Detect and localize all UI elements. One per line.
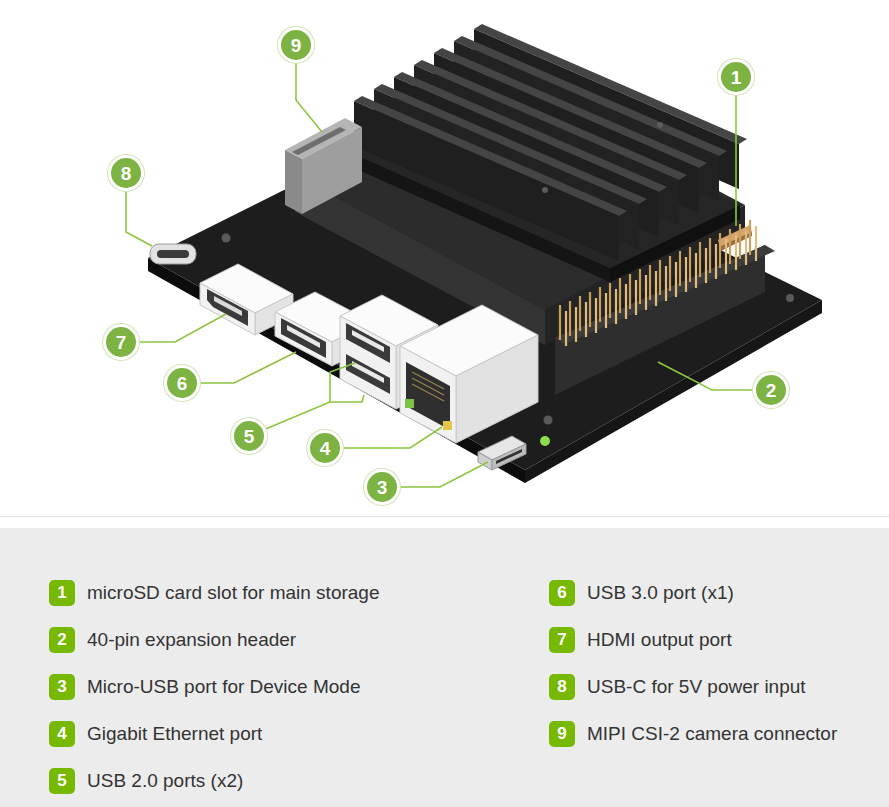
key-item: 4 Gigabit Ethernet port — [49, 721, 262, 747]
leader-line — [735, 77, 737, 226]
key-description: USB 2.0 ports (x2) — [87, 770, 243, 792]
key-panel — [0, 528, 889, 807]
callout-number: 5 — [231, 418, 267, 454]
key-description: USB 3.0 port (x1) — [587, 582, 734, 604]
callout-number: 2 — [753, 372, 789, 408]
usb-c-port — [150, 244, 196, 264]
key-description: microSD card slot for main storage — [87, 582, 380, 604]
key-item: 3 Micro-USB port for Device Mode — [49, 674, 360, 700]
key-item: 8 USB-C for 5V power input — [549, 674, 806, 700]
key-number: 9 — [549, 721, 575, 747]
status-led — [540, 436, 550, 446]
callout-number: 1 — [718, 59, 754, 95]
key-number: 4 — [49, 721, 75, 747]
callout-number-text: 3 — [377, 478, 388, 497]
key-number: 1 — [49, 580, 75, 606]
key-description: Gigabit Ethernet port — [87, 723, 262, 745]
leader-lines — [121, 45, 771, 487]
ethernet-port — [400, 305, 538, 443]
expansion-header — [555, 220, 775, 395]
camera-connector — [285, 118, 362, 214]
key-number: 7 — [549, 627, 575, 653]
key-item: 1 microSD card slot for main storage — [49, 580, 380, 606]
key-description: USB-C for 5V power input — [587, 676, 806, 698]
callout-number-text: 2 — [766, 381, 777, 400]
callout-number-text: 1 — [731, 68, 742, 87]
callout-number-text: 9 — [291, 36, 302, 55]
callout-number: 7 — [103, 324, 139, 360]
divider — [0, 516, 889, 517]
key-description: 40-pin expansion header — [87, 629, 296, 651]
key-item: 2 40-pin expansion header — [49, 627, 296, 653]
callout-number: 8 — [108, 155, 144, 191]
micro-usb-port — [478, 436, 526, 470]
heatsink-fins — [354, 24, 747, 261]
leader-line — [330, 395, 364, 402]
callout-number-text: 8 — [121, 164, 132, 183]
callout-number: 3 — [364, 469, 400, 505]
callout-number-text: 5 — [244, 427, 255, 446]
callout-number: 6 — [164, 365, 200, 401]
key-item: 6 USB 3.0 port (x1) — [549, 580, 734, 606]
callout-number: 4 — [307, 430, 343, 466]
key-number: 8 — [549, 674, 575, 700]
key-number: 2 — [49, 627, 75, 653]
callout-number: 9 — [278, 27, 314, 63]
key-description: HDMI output port — [587, 629, 732, 651]
key-number: 6 — [549, 580, 575, 606]
key-item: 5 USB 2.0 ports (x2) — [49, 768, 243, 794]
callout-number-text: 6 — [177, 374, 188, 393]
key-number: 3 — [49, 674, 75, 700]
leader-line — [249, 363, 355, 436]
key-description: Micro-USB port for Device Mode — [87, 676, 360, 698]
top-background — [0, 0, 889, 516]
key-item: 7 HDMI output port — [549, 627, 732, 653]
key-number: 5 — [49, 768, 75, 794]
key-item: 9 MIPI CSI-2 camera connector — [549, 721, 837, 747]
callout-number-text: 7 — [116, 333, 127, 352]
key-description: MIPI CSI-2 camera connector — [587, 723, 837, 745]
callout-number-text: 4 — [320, 439, 331, 458]
